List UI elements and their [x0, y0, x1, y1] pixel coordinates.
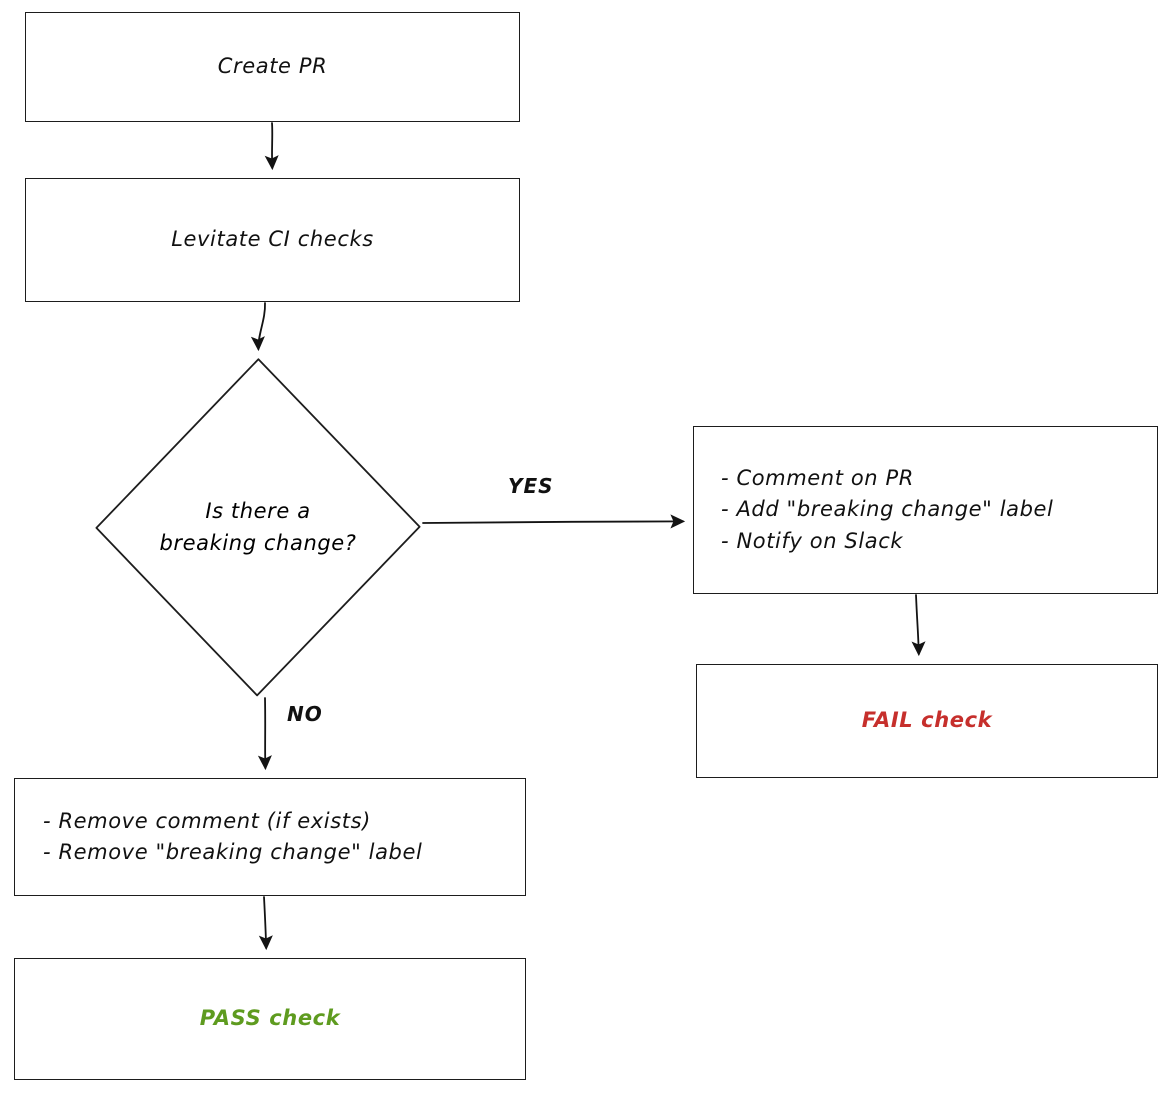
node-fail-check-label: FAIL check: [861, 708, 993, 733]
diamond-shape: [95, 358, 421, 697]
connector-levitate-to-decision: [250, 302, 266, 352]
connector-actions-to-fail: [911, 594, 926, 657]
node-cleanup-actions[interactable]: - Remove comment (if exists) - Remove "b…: [14, 778, 526, 896]
edge-label-no: NO: [287, 702, 323, 726]
node-breaking-change-actions[interactable]: - Comment on PR - Add "breaking change" …: [693, 426, 1158, 594]
node-create-pr[interactable]: Create PR: [25, 12, 520, 122]
node-pass-check[interactable]: PASS check: [14, 958, 526, 1080]
node-levitate-ci-checks[interactable]: Levitate CI checks: [25, 178, 520, 302]
node-breaking-change-decision-label: Is there a breaking change?: [159, 499, 357, 555]
node-breaking-change-actions-label: - Comment on PR - Add "breaking change" …: [721, 465, 1054, 553]
node-create-pr-label: Create PR: [217, 54, 328, 79]
node-levitate-ci-checks-label: Levitate CI checks: [171, 227, 374, 252]
node-cleanup-actions-label: - Remove comment (if exists) - Remove "b…: [43, 808, 423, 865]
node-pass-check-label: PASS check: [199, 1006, 341, 1031]
connector-decision-yes: [422, 514, 686, 529]
node-breaking-change-decision[interactable]: Is there a breaking change?: [95, 358, 421, 697]
connector-cleanup-to-pass: [258, 896, 273, 951]
node-fail-check[interactable]: FAIL check: [696, 664, 1158, 778]
edge-label-yes: YES: [508, 474, 554, 498]
